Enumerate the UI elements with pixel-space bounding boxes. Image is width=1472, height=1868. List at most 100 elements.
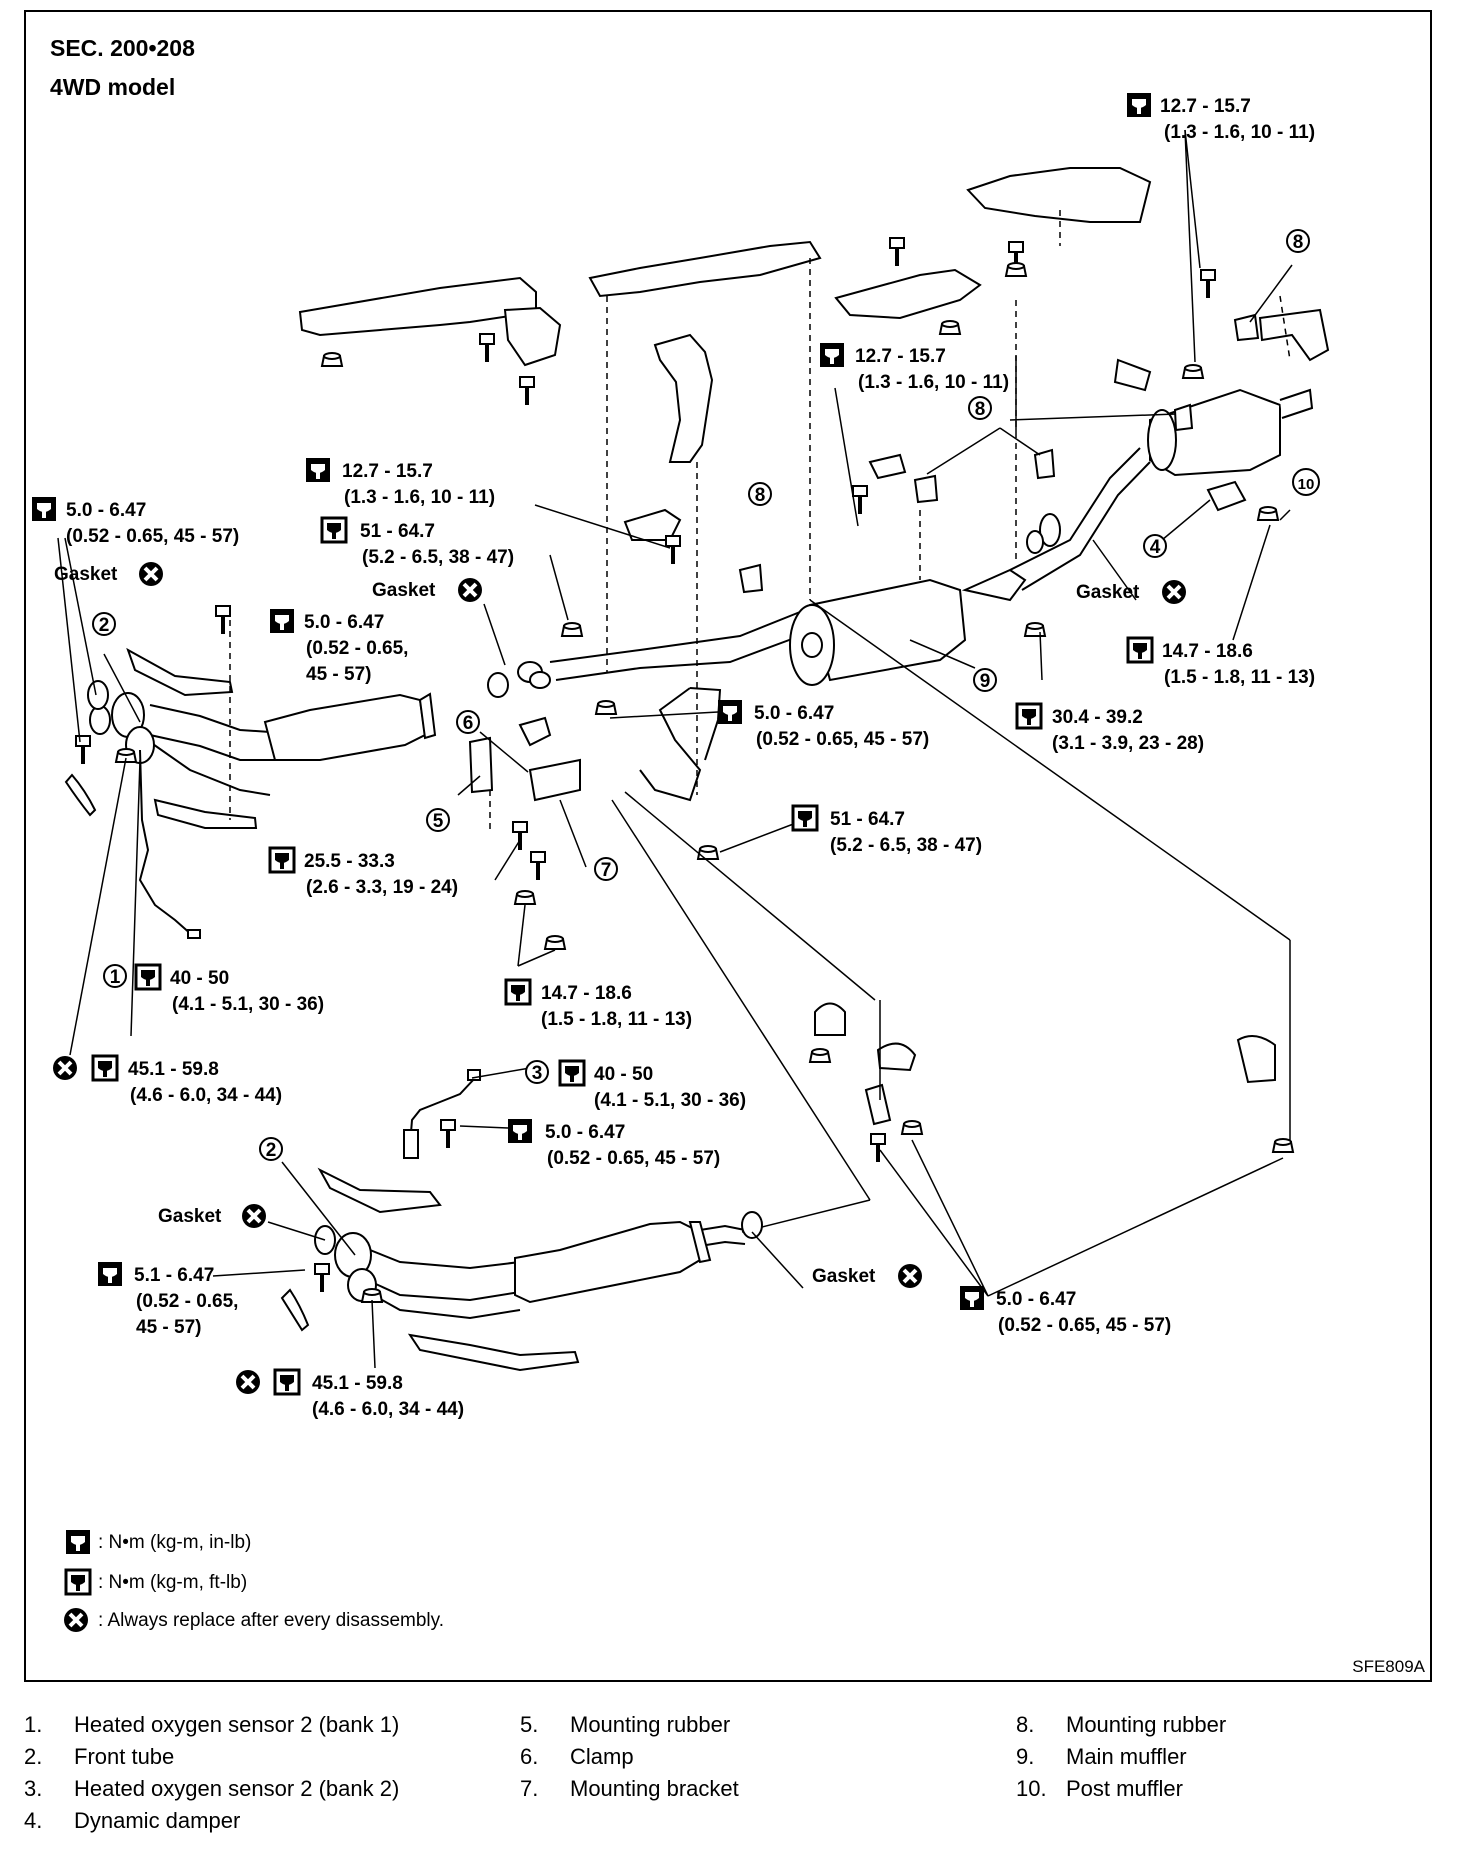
- torque-detail: (0.52 - 0.65, 45 - 57): [998, 1315, 1171, 1336]
- torque-spec: 5.0 - 6.47: [545, 1122, 625, 1143]
- front-tube-lower: [334, 1224, 746, 1320]
- callout-number: 1: [110, 967, 121, 988]
- torque-detail: (1.5 - 1.8, 11 - 13): [541, 1009, 692, 1030]
- leader-lines: [57, 129, 1307, 1369]
- torque-detail: (0.52 - 0.65,: [306, 638, 408, 659]
- torque-label-t16: 5.0 - 6.47 (0.52 - 0.65, 45 - 57): [508, 1119, 720, 1169]
- torque-label-t4: 51 - 64.7 (5.2 - 6.5, 38 - 47): [320, 516, 514, 568]
- callout-number: 10: [1298, 476, 1315, 493]
- torque-spec: 45.1 - 59.8: [128, 1059, 219, 1080]
- torque-spec: 45.1 - 59.8: [312, 1373, 403, 1394]
- torque-spec: 14.7 - 18.6: [1162, 641, 1253, 662]
- torque-detail: (4.6 - 6.0, 34 - 44): [312, 1399, 464, 1420]
- torque-detail-2: 45 - 57): [306, 664, 371, 685]
- callout-number: 3: [532, 1063, 543, 1084]
- muffler-brackets: [623, 358, 1152, 541]
- callout-5: 5: [426, 808, 450, 832]
- guide-lines-solid: [611, 356, 1291, 1233]
- torque-detail: (0.52 - 0.65,: [136, 1291, 238, 1312]
- callout-8-c: 8: [1286, 229, 1310, 253]
- section-title: SEC. 200•208: [50, 35, 195, 61]
- gasket-text: Gasket: [54, 564, 118, 585]
- torque-label-t7: 14.7 - 18.6 (1.5 - 1.8, 11 - 13): [1126, 636, 1315, 688]
- torque-detail: (1.3 - 1.6, 10 - 11): [858, 372, 1009, 393]
- torque-label-t19: 5.0 - 6.47 (0.52 - 0.65, 45 - 57): [960, 1286, 1171, 1336]
- torque-label-t6: 5.0 - 6.47 (0.52 - 0.65, 45 - 57): [270, 609, 408, 685]
- gasket-label-2: Gasket: [372, 576, 484, 604]
- callout-number: 8: [975, 399, 986, 420]
- post-muffler: [1147, 388, 1314, 477]
- oxygen-sensor-2: [403, 1069, 481, 1159]
- torque-label-t9: 30.4 - 39.2 (3.1 - 3.9, 23 - 28): [1015, 702, 1204, 754]
- callout-6: 6: [456, 710, 480, 734]
- callout-number: 2: [266, 1140, 277, 1161]
- torque-detail-2: 45 - 57): [136, 1317, 201, 1338]
- torque-label-t15: 40 - 50 (4.1 - 5.1, 30 - 36): [558, 1059, 746, 1111]
- torque-detail: (4.1 - 5.1, 30 - 36): [172, 994, 324, 1015]
- torque-detail: (1.3 - 1.6, 10 - 11): [1164, 122, 1315, 143]
- callout-number: 8: [755, 485, 766, 506]
- callout-1: 1: [103, 964, 127, 988]
- legend-ftlb-text: : N•m (kg-m, ft-lb): [98, 1572, 247, 1593]
- torque-detail: (1.3 - 1.6, 10 - 11): [344, 487, 495, 508]
- callout-9: 9: [973, 668, 997, 692]
- torque-label-t1: 12.7 - 15.7 (1.3 - 1.6, 10 - 11): [1127, 93, 1315, 143]
- catalytic-converter-lower: [514, 1220, 712, 1304]
- torque-spec: 12.7 - 15.7: [1160, 96, 1251, 117]
- front-shield-lower: [317, 1167, 580, 1372]
- torque-spec: 5.0 - 6.47: [754, 703, 834, 724]
- callout-8-b: 8: [968, 396, 992, 420]
- torque-detail: (3.1 - 3.9, 23 - 28): [1052, 733, 1204, 754]
- figure-code: SFE809A: [1352, 1657, 1425, 1676]
- callout-10: 10: [1292, 468, 1320, 496]
- heat-shield-rear: [834, 167, 1152, 320]
- heat-shield-front: [298, 276, 562, 367]
- callout-2-upper: 2: [92, 612, 116, 636]
- hanger-bracket-upper: [653, 333, 714, 463]
- gaskets-upper: [87, 530, 1044, 710]
- torque-detail: (0.52 - 0.65, 45 - 57): [66, 526, 239, 547]
- gasket-text: Gasket: [1076, 582, 1140, 603]
- mounting-bracket-cluster: [468, 661, 581, 950]
- gasket-label-1: Gasket: [54, 560, 165, 588]
- clamp-left-upper: [64, 705, 137, 817]
- torque-spec: 25.5 - 33.3: [304, 851, 395, 872]
- callout-3: 3: [525, 1060, 549, 1084]
- torque-label-t8: 5.0 - 6.47 (0.52 - 0.65, 45 - 57): [718, 700, 929, 750]
- lower-hangers: [809, 1002, 1294, 1164]
- torque-spec: 12.7 - 15.7: [342, 461, 433, 482]
- guide-lines: [229, 210, 1291, 830]
- torque-label-t2: 12.7 - 15.7 (1.3 - 1.6, 10 - 11): [820, 343, 1009, 393]
- torque-spec: 5.0 - 6.47: [66, 500, 146, 521]
- torque-spec: 5.0 - 6.47: [304, 612, 384, 633]
- torque-detail: (1.5 - 1.8, 11 - 13): [1164, 667, 1315, 688]
- torque-spec: 5.1 - 6.47: [134, 1265, 214, 1286]
- catalytic-converter-upper: [263, 692, 437, 761]
- center-pipe: [549, 611, 801, 802]
- torque-spec: 51 - 64.7: [360, 521, 435, 542]
- legend-inlb-text: : N•m (kg-m, in-lb): [98, 1532, 251, 1553]
- gasket-label-5: Gasket: [812, 1262, 924, 1290]
- torque-spec: 12.7 - 15.7: [855, 346, 946, 367]
- callout-number: 9: [980, 671, 991, 692]
- model-title: 4WD model: [50, 74, 175, 100]
- main-muffler: [789, 568, 1027, 686]
- torque-spec: 5.0 - 6.47: [996, 1289, 1076, 1310]
- torque-detail: (5.2 - 6.5, 38 - 47): [830, 835, 982, 856]
- oxygen-sensor-1: [138, 749, 201, 939]
- dynamic-damper: [1206, 480, 1247, 512]
- torque-label-t17: 5.1 - 6.47 (0.52 - 0.65, 45 - 57): [98, 1262, 238, 1338]
- gasket-text: Gasket: [372, 580, 436, 601]
- callout-number: 6: [463, 713, 474, 734]
- torque-spec: 40 - 50: [170, 968, 229, 989]
- torque-label-t14: 45.1 - 59.8 (4.6 - 6.0, 34 - 44): [51, 1054, 282, 1106]
- callout-4: 4: [1143, 534, 1167, 558]
- torque-label-t5: 5.0 - 6.47 (0.52 - 0.65, 45 - 57): [32, 497, 239, 547]
- torque-detail: (4.1 - 5.1, 30 - 36): [594, 1090, 746, 1111]
- torque-detail: (5.2 - 6.5, 38 - 47): [362, 547, 514, 568]
- torque-label-t10: 51 - 64.7 (5.2 - 6.5, 38 - 47): [791, 804, 982, 856]
- torque-spec: 51 - 64.7: [830, 809, 905, 830]
- tail-pipe: [1009, 447, 1151, 591]
- gasket-text: Gasket: [812, 1266, 876, 1287]
- callout-8-a: 8: [748, 482, 772, 506]
